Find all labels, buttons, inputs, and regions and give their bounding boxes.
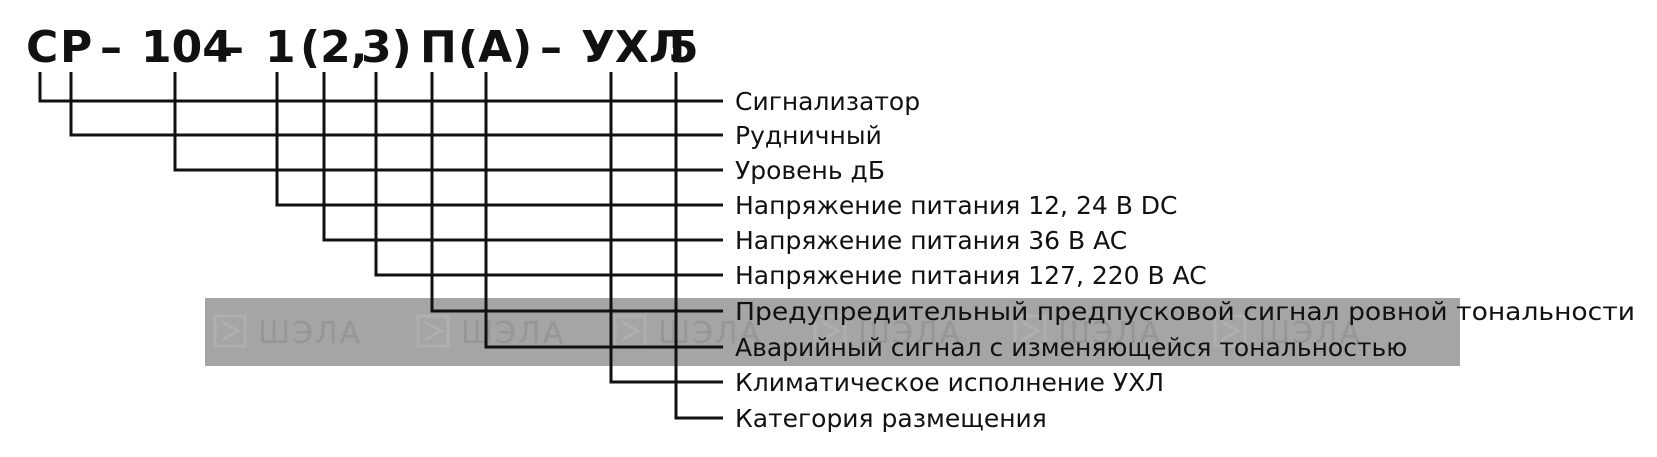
code-part-s: С [26,22,58,73]
code-part-5: 5 [668,22,699,73]
code-part-2: (2, [300,22,367,73]
connector-line-2 [69,72,723,137]
code-part-3: 3) [361,22,412,73]
legend-label: Напряжение питания 12, 24 В DC [735,191,1178,220]
connector-line-4 [275,72,723,207]
code-part-a: (А) [458,22,532,73]
watermark-text: ШЭЛА [858,316,962,351]
watermark-text: ШЭЛА [1058,316,1162,351]
connector-line-1 [38,72,723,103]
code-dash-3: – [540,22,562,73]
legend-label: Напряжение питания 127, 220 В AC [735,261,1207,290]
code-part-1: 1 [265,22,296,73]
legend-label: Предупредительный предпусковой сигнал ро… [735,297,1635,326]
watermark-text: ШЭЛА [1258,316,1362,351]
product-code: С Р – 104 – 1 (2, 3) П (А) – УХЛ 5 [26,22,699,73]
watermark-band [205,298,1460,366]
legend-label: Аварийный сигнал с изменяющейся тонально… [735,333,1407,362]
legend-label: Уровень дБ [735,156,885,185]
connector-line-6 [374,72,723,277]
connector-lines [38,72,723,420]
connector-line-8 [484,72,723,349]
watermark-logo-icon [416,314,450,348]
watermark-logo-icon [213,314,247,348]
legend-label: Категория размещения [735,404,1047,433]
connector-line-7 [430,72,723,313]
connector-line-10 [674,72,723,420]
connector-line-9 [609,72,723,384]
connector-line-5 [322,72,723,242]
code-part-uhl: УХЛ [581,22,685,73]
code-part-p: П [420,22,457,73]
connector-line-3 [173,72,723,172]
watermark-logo-icon [1013,314,1047,348]
watermark-logo-icon [1213,314,1247,348]
code-part-r: Р [60,22,92,73]
legend-label: Климатическое исполнение УХЛ [735,368,1164,397]
code-part-104: 104 [141,22,233,73]
legend-label: Рудничный [735,121,882,150]
watermark-text: ШЭЛА [461,316,565,351]
code-legend: Сигнализатор Рудничный Уровень дБ Напряж… [735,87,1635,433]
legend-label: Напряжение питания 36 В AC [735,226,1127,255]
code-dash-2: – [222,22,244,73]
watermark-text: ШЭЛА [258,316,362,351]
legend-label: Сигнализатор [735,87,920,116]
code-dash-1: – [100,22,122,73]
watermark-logo-icon [813,314,847,348]
